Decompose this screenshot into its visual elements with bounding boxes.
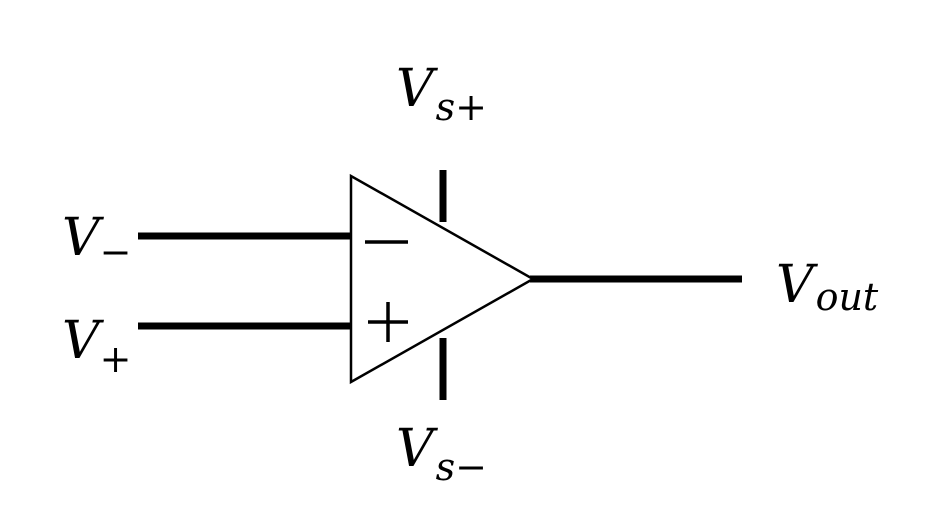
label-noninverting-input: V+	[62, 311, 131, 381]
label-supply-negative: Vs−	[396, 419, 487, 489]
label-inverting-input: V−	[62, 208, 131, 274]
label-supply-positive: Vs+	[396, 59, 487, 129]
plus-sign-icon	[368, 302, 408, 342]
label-output: Vout	[776, 255, 879, 319]
op-amp-triangle	[349, 173, 536, 385]
